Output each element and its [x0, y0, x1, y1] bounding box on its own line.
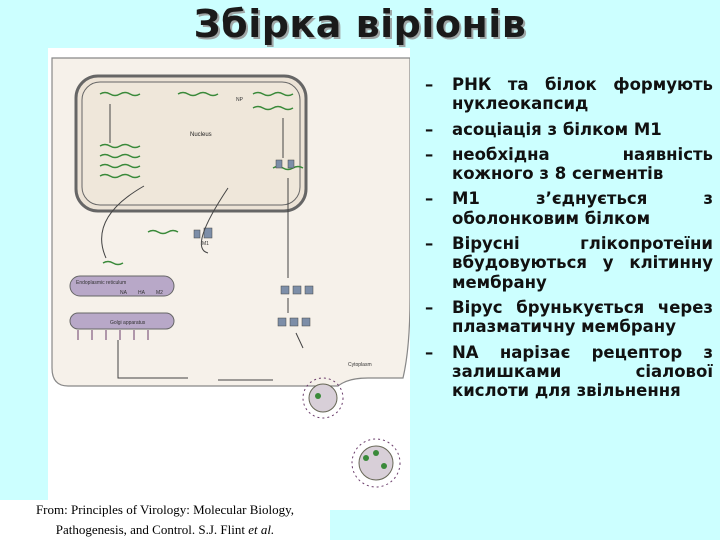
bullet-item: –РНК та білок формують нуклеокапсид — [425, 75, 713, 114]
bullet-text: необхідна наявність кожного з 8 сегменті… — [452, 144, 713, 184]
caption-line-1: From: Principles of Virology: Molecular … — [35, 502, 295, 517]
na-label: NA — [120, 290, 128, 296]
diagram-svg: Nucleus NP M1 Endoplasmic reticulum — [51, 57, 410, 488]
bullet-item: – асоціація з білком М1 — [425, 120, 713, 139]
pathway-arrows — [101, 104, 304, 381]
er-label: Endoplasmic reticulum — [76, 280, 126, 286]
glycoprotein-spikes — [77, 330, 149, 340]
caption-et-al: et al. — [248, 522, 275, 537]
nucleocapsid-blocks — [193, 159, 314, 327]
caption-source-text: Pathogenesis, and Control. S.J. Flint — [55, 522, 249, 537]
bullet-text: NA нарізає рецептор з залишками сіалової… — [452, 342, 713, 401]
bullet-dash: – — [425, 234, 434, 254]
bullet-dash: – — [425, 189, 434, 209]
caption-line-2: Pathogenesis, and Control. S.J. Flint et… — [0, 520, 330, 540]
bullet-item: – М1 з’єднується з оболонковим білком — [425, 189, 713, 228]
bullet-dash: – — [425, 297, 434, 317]
golgi-label: Golgi apparatus — [110, 320, 146, 326]
bullet-item: –NA нарізає рецептор з залишками сіалово… — [425, 343, 713, 401]
budding-virions — [302, 377, 401, 488]
bullet-dash: – — [425, 119, 434, 139]
slide-title: Збірка віріонів — [193, 2, 527, 46]
nucleus-membrane-inner — [81, 81, 301, 206]
bullet-text: асоціація з білком М1 — [452, 119, 662, 139]
m2-label: M2 — [156, 290, 163, 296]
np-label: NP — [236, 97, 244, 103]
figure-caption: From: Principles of Virology: Molecular … — [0, 500, 330, 540]
bullet-text: РНК та білок формують нуклеокапсид — [452, 75, 713, 114]
bullet-item: –Вірус брунькується через плазматичну ме… — [425, 298, 713, 337]
ha-label: HA — [138, 290, 146, 296]
bullet-list: –РНК та білок формують нуклеокапсид – ас… — [425, 75, 713, 540]
bullet-dash: – — [425, 144, 434, 164]
m1-label: M1 — [202, 241, 209, 247]
cytoplasm-label: Cytoplasm — [348, 362, 372, 368]
bullet-dash: – — [425, 75, 434, 94]
nucleus-label: Nucleus — [190, 132, 212, 138]
bullet-dash: – — [425, 342, 434, 362]
er-body — [69, 275, 175, 297]
bullet-text: Вірусні глікопротеїни вбудовуються у клі… — [452, 234, 713, 292]
bullet-item: – Вірусні глікопротеїни вбудовуються у к… — [425, 234, 713, 292]
virion-assembly-diagram: Nucleus NP M1 Endoplasmic reticulum — [48, 48, 410, 510]
golgi-body — [69, 312, 175, 330]
bullet-item: – необхідна наявність кожного з 8 сегмен… — [425, 145, 713, 184]
bullet-text: М1 з’єднується з оболонковим білком — [452, 189, 713, 228]
bullet-text: Вірус брунькується через плазматичну мем… — [452, 297, 713, 337]
